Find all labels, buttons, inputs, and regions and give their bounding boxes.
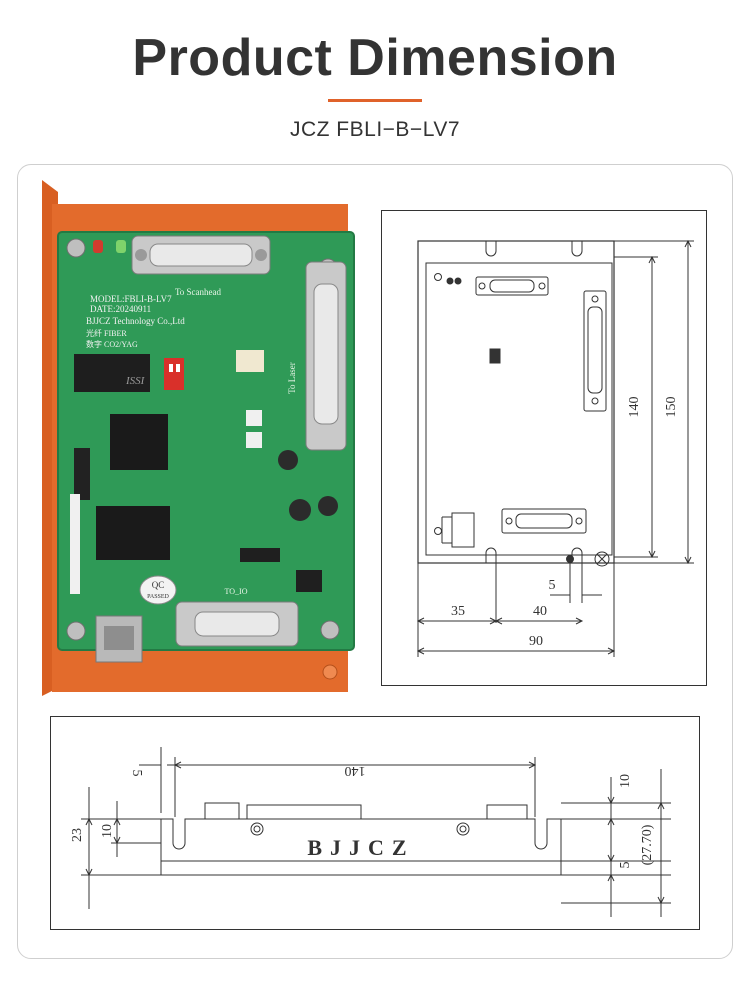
side-dim-10-right: 10 — [618, 774, 633, 788]
red-led — [93, 240, 103, 253]
qc-sticker — [139, 575, 177, 605]
brand-label: BJJCZ — [307, 835, 414, 860]
green-led — [116, 240, 126, 253]
memory-chip — [74, 354, 150, 392]
io-label: TO_IO — [225, 587, 248, 596]
dim-40: 40 — [533, 604, 547, 619]
chip-label: ISSI — [125, 375, 146, 387]
top-view-drawing: 140 150 5 35 40 90 — [381, 210, 707, 686]
board-photo: To Scanhead To Laser TO_IO MODEL:FBLI-B-… — [40, 178, 360, 698]
model-label: MODEL:FBLI-B-LV7 — [90, 294, 172, 304]
side-view-drawing: 5 140 10 (27.70) 23 10 5 BJJCZ — [50, 716, 700, 930]
side-dim-23: 23 — [70, 828, 85, 842]
date-label: DATE:20240911 — [90, 304, 151, 314]
model-subtitle: JCZ FBLI−B−LV7 — [289, 118, 461, 141]
side-dim-2770: (27.70) — [640, 824, 655, 865]
side-dim-5-right: 5 — [618, 862, 633, 869]
dim-35: 35 — [451, 604, 465, 619]
dim-150: 150 — [664, 397, 679, 418]
dim-5: 5 — [549, 578, 556, 593]
qc-label: QC — [152, 580, 165, 590]
dip-switch — [164, 358, 184, 390]
laser-label: To Laser — [287, 362, 297, 394]
co2-label: 数字 CO2/YAG — [86, 339, 138, 349]
mcu-chip — [96, 506, 170, 560]
side-dim-5: 5 — [129, 770, 144, 777]
dim-140: 140 — [627, 397, 642, 418]
fpga-chip — [110, 414, 168, 470]
qc-passed: PASSED — [147, 594, 169, 600]
page-title: Product Dimension — [132, 29, 618, 87]
company-label: BJJCZ Technology Co.,Ltd — [86, 316, 185, 326]
fiber-label: 光纤 FIBER — [86, 328, 127, 338]
side-dim-10-left: 10 — [100, 824, 115, 838]
side-dim-140: 140 — [345, 763, 366, 778]
scanhead-label: To Scanhead — [175, 287, 222, 297]
dim-90: 90 — [529, 634, 543, 649]
title-underline — [328, 99, 422, 102]
